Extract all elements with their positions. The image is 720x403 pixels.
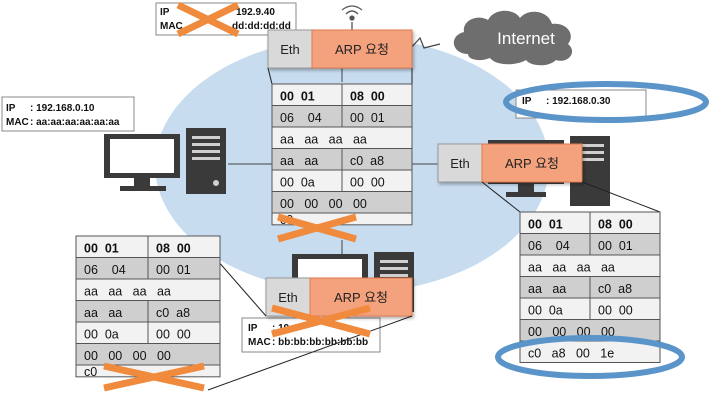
table-cell-text: 00 00 <box>350 176 385 190</box>
highlight-ring <box>495 335 685 379</box>
arp-table-left: 00 01 08 00 06 04 00 01 aa aa aa aa aa aa c0 a… <box>75 235 221 379</box>
table-cell-text: aa aa aa aa <box>528 261 615 275</box>
table-cell-text: 00 01 <box>598 239 633 253</box>
table-cell-text: c0 a8 00 1e <box>528 347 614 361</box>
packet-header-right <box>437 143 583 183</box>
host-info-right: IP : 192.168.0.30 <box>503 81 709 123</box>
table-cell-text: 00 0a <box>528 304 563 318</box>
arp-label: ARP 요청 <box>505 156 559 171</box>
table-cell-text: 00 01 <box>156 263 191 277</box>
antenna-icon <box>341 5 363 32</box>
cloud-icon: Internet <box>453 10 573 66</box>
table-cell-text: 00 01 <box>350 111 385 125</box>
table-cell-text: 08 00 <box>598 218 633 232</box>
svg-text:IP: IP <box>522 96 532 107</box>
eth-label: Eth <box>450 156 470 171</box>
svg-text:MAC: MAC <box>6 117 29 128</box>
table-cell-text: 00 00 <box>156 328 191 342</box>
svg-text:MAC: MAC <box>160 21 183 32</box>
table-cell-text: 06 04 <box>528 239 570 253</box>
table-cell-text: aa aa <box>84 306 122 320</box>
table-cell-text: 00 01 <box>84 242 119 256</box>
svg-text:: bb:bb:bb:bb:bb:bb: : bb:bb:bb:bb:bb:bb <box>272 337 368 348</box>
table-cell-text: aa aa aa aa <box>280 133 367 147</box>
table-cell-text: 08 00 <box>350 90 385 104</box>
table-cell-text: 00 01 <box>528 218 563 232</box>
cross-icon <box>271 304 371 338</box>
svg-text:192.9.40: 192.9.40 <box>236 7 275 18</box>
table-cell-text: 00 0a <box>84 328 119 342</box>
table-cell-text: 00 01 <box>280 90 315 104</box>
table-cell-text: 00 00 <box>598 304 633 318</box>
table-cell-text: aa aa <box>280 154 318 168</box>
svg-text:MAC: MAC <box>248 337 271 348</box>
cross-icon <box>176 1 240 38</box>
svg-text:dd:dd:dd:dd: dd:dd:dd:dd <box>232 21 291 32</box>
svg-text:: aa:aa:aa:aa:aa:aa: : aa:aa:aa:aa:aa:aa <box>30 117 120 128</box>
packet-header-center <box>267 29 413 69</box>
internet-label: Internet <box>497 29 555 48</box>
svg-text:IP: IP <box>6 103 16 114</box>
svg-text:IP: IP <box>160 7 170 18</box>
svg-text:: 192.168.0.10: : 192.168.0.10 <box>30 103 95 114</box>
highlight-ring <box>503 81 709 123</box>
arp-table-center: 00 01 08 00 06 04 00 01 aa aa aa aa aa aa c0 a… <box>271 83 413 227</box>
table-cell-text: c0 a8 <box>156 306 190 320</box>
computer-left-icon <box>104 128 226 194</box>
table-cell-text: 06 04 <box>280 111 322 125</box>
cross-icon <box>277 213 357 243</box>
table-cell-text: aa aa aa aa <box>84 285 171 299</box>
table-cell-text: c0 a8 <box>598 282 632 296</box>
eth-label: Eth <box>278 290 298 305</box>
table-cell-text: 00 00 00 00 <box>84 349 171 363</box>
host-info-left: IP : 192.168.0.10 MAC : aa:aa:aa:aa:aa:a… <box>1 96 135 132</box>
eth-label: Eth <box>280 42 300 57</box>
arp-label: ARP 요청 <box>334 290 388 305</box>
table-cell-text: 08 00 <box>156 242 191 256</box>
svg-text:: 192.168.0.30: : 192.168.0.30 <box>546 96 611 107</box>
arp-label: ARP 요청 <box>335 42 389 57</box>
table-cell-text: c0 a8 <box>350 154 384 168</box>
table-cell-text: c0 <box>84 365 97 379</box>
arp-table-right: 00 01 08 00 06 04 00 01 aa aa aa aa aa aa c0 a… <box>519 211 661 363</box>
svg-text:IP: IP <box>248 323 258 334</box>
table-cell-text: 00 00 00 00 <box>280 197 367 211</box>
table-cell-text: 00 0a <box>280 176 315 190</box>
cross-icon <box>103 362 205 392</box>
table-cell-text: 06 04 <box>84 263 126 277</box>
table-cell-text: aa aa <box>528 282 566 296</box>
